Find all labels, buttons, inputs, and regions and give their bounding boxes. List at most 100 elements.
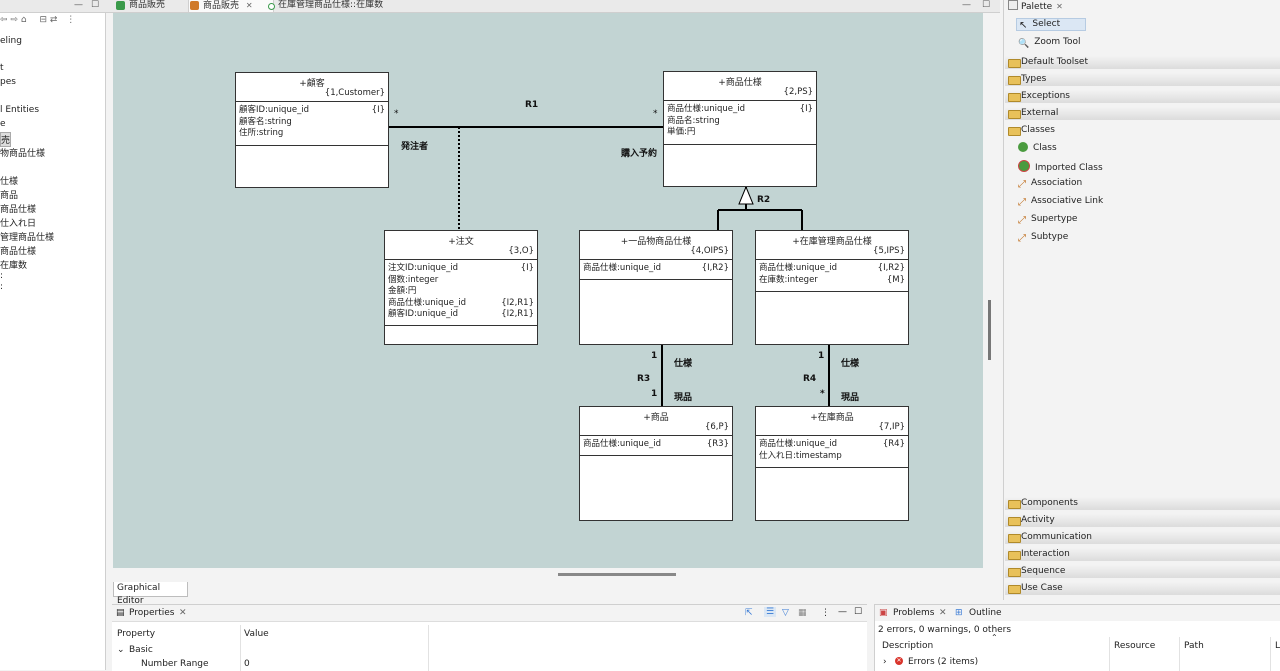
class-product[interactable]: +商品{6,P} 商品仕様:unique_id{R3} <box>579 406 733 521</box>
group-basic[interactable]: Basic <box>129 645 153 655</box>
class-product-spec[interactable]: +商品仕様{2,PS} 商品仕様:unique_id{I} 商品名:string… <box>663 71 817 187</box>
maximize-icon[interactable]: ☐ <box>982 0 991 10</box>
attribute-row[interactable]: 仕入れ日:timestamp <box>759 450 842 461</box>
drawer-sequence[interactable]: Sequence <box>1005 565 1280 578</box>
attribute-row[interactable]: 商品仕様:unique_id{R4} <box>759 439 905 449</box>
explorer-item[interactable]: e <box>0 119 6 129</box>
column-divider <box>428 625 429 671</box>
drawer-use-case[interactable]: Use Case <box>1005 582 1280 595</box>
forward-arrow-icon[interactable]: ⇨ <box>10 15 18 25</box>
chevron-down-icon[interactable]: ⌄ <box>117 645 125 655</box>
attribute-row[interactable]: 在庫数:integer{M} <box>759 274 905 285</box>
attribute-row[interactable]: 商品仕様:unique_id{I2,R1} <box>388 297 534 308</box>
vertical-scrollbar[interactable] <box>988 300 991 360</box>
graphical-editor-tab[interactable]: Graphical Editor <box>113 582 188 606</box>
column-location[interactable]: L <box>1275 641 1280 651</box>
palette-tool-select[interactable]: ↖Select <box>1016 18 1086 31</box>
explorer-item[interactable]: 仕入れ日 <box>0 219 37 229</box>
tab-java-file[interactable]: 商品販売 <box>115 0 165 12</box>
view-menu-icon[interactable]: ⋮ <box>66 15 76 25</box>
outline-tab[interactable]: Outline <box>969 608 1002 618</box>
outline-icon: ⊞ <box>955 608 963 618</box>
palette-tool-class[interactable]: Class <box>1018 142 1057 153</box>
drawer-components[interactable]: Components <box>1005 497 1280 510</box>
tab-attribute[interactable]: 在庫管理商品仕様::在庫数 <box>264 0 383 12</box>
explorer-item[interactable]: 商品仕様 <box>0 205 37 215</box>
problems-tab[interactable]: Problems <box>893 608 935 618</box>
maximize-icon[interactable]: ☐ <box>91 0 100 10</box>
minimize-icon[interactable]: — <box>838 607 847 617</box>
attribute-row[interactable]: 単価:円 <box>667 127 696 137</box>
drawer-activity[interactable]: Activity <box>1005 514 1280 527</box>
r2-triangle[interactable] <box>738 185 754 205</box>
palette-tool-subtype[interactable]: ⤢Subtype <box>1018 232 1069 244</box>
class-order[interactable]: +注文{3,O} 注文ID:unique_id{I} 個数:integer 金額… <box>384 230 538 345</box>
minimize-icon[interactable]: — <box>962 0 971 10</box>
close-icon[interactable]: ✕ <box>179 608 187 618</box>
attribute-row[interactable]: 商品仕様:unique_id{R3} <box>583 439 729 449</box>
explorer-item[interactable]: t <box>0 63 4 73</box>
drawer-types[interactable]: Types <box>1005 73 1280 86</box>
attribute-row[interactable]: 顧客ID:unique_id{I} <box>239 105 385 115</box>
class-customer[interactable]: +顧客{1,Customer} 顧客ID:unique_id{I} 顧客名:st… <box>235 72 389 188</box>
tab-class-diagram[interactable]: 商品販売 ✕ <box>188 0 274 12</box>
attribute-row[interactable]: 商品名:string <box>667 115 720 126</box>
explorer-item[interactable]: 商品仕様 <box>0 247 37 257</box>
explorer-item[interactable]: 物商品仕様 <box>0 149 46 159</box>
palette-tool-associative-link[interactable]: ⤢Associative Link <box>1018 196 1104 208</box>
close-icon[interactable]: ✕ <box>245 1 253 10</box>
chevron-right-icon[interactable]: › <box>883 657 887 667</box>
explorer-item-selected[interactable]: 売 <box>0 132 12 147</box>
explorer-item[interactable]: 商品 <box>0 191 19 201</box>
attribute-row[interactable]: 商品仕様:unique_id{I,R2} <box>583 263 729 273</box>
palette-tool-imported-class[interactable]: Imported Class <box>1018 160 1103 173</box>
advanced-icon[interactable]: ▦ <box>798 608 807 618</box>
collapse-all-icon[interactable]: ⊟ <box>39 15 47 25</box>
property-value[interactable]: 0 <box>244 659 250 669</box>
attribute-row[interactable]: 顧客名:string <box>239 116 292 127</box>
close-icon[interactable]: ✕ <box>939 608 947 618</box>
explorer-item[interactable]: 仕様 <box>0 177 19 187</box>
view-menu-icon[interactable]: ⋮ <box>821 608 830 618</box>
drawer-exceptions[interactable]: Exceptions <box>1005 90 1280 103</box>
palette-tool-zoom[interactable]: 🔍Zoom Tool <box>1018 37 1081 49</box>
properties-tab[interactable]: Properties <box>129 608 175 618</box>
categories-icon[interactable]: ☰ <box>764 607 777 617</box>
attribute-row[interactable]: 個数:integer <box>388 274 439 285</box>
home-icon[interactable]: ⌂ <box>20 15 27 25</box>
explorer-item[interactable]: eling <box>0 36 22 46</box>
attribute-row[interactable]: 金額:円 <box>388 286 417 296</box>
class-inventory-product-spec[interactable]: +在庫管理商品仕様{5,IPS} 商品仕様:unique_id{I,R2} 在庫… <box>755 230 909 345</box>
horizontal-scrollbar[interactable] <box>558 573 676 576</box>
close-icon[interactable]: ✕ <box>1056 2 1063 11</box>
column-resource[interactable]: Resource <box>1114 641 1156 651</box>
class-one-off-product-spec[interactable]: +一品物商品仕様{4,OIPS} 商品仕様:unique_id{I,R2} <box>579 230 733 345</box>
explorer-item[interactable]: 管理商品仕様 <box>0 233 55 243</box>
drawer-external[interactable]: External <box>1005 107 1280 120</box>
drawer-classes[interactable]: Classes <box>1005 124 1280 137</box>
errors-row[interactable]: Errors (2 items) <box>908 657 979 667</box>
class-diagram-canvas[interactable]: +顧客{1,Customer} 顧客ID:unique_id{I} 顧客名:st… <box>113 13 983 568</box>
attribute-row[interactable]: 商品仕様:unique_id{I} <box>667 104 813 114</box>
explorer-item[interactable]: pes <box>0 77 16 87</box>
filter-icon[interactable]: ▽ <box>782 608 789 618</box>
column-path[interactable]: Path <box>1184 641 1204 651</box>
back-arrow-icon[interactable]: ⇦ <box>0 15 8 25</box>
drawer-interaction[interactable]: Interaction <box>1005 548 1280 561</box>
maximize-icon[interactable]: ☐ <box>854 607 863 617</box>
palette-tool-supertype[interactable]: ⤢Supertype <box>1018 214 1078 226</box>
link-editor-icon[interactable]: ⇄ <box>49 15 58 25</box>
attribute-row[interactable]: 注文ID:unique_id{I} <box>388 263 534 273</box>
explorer-item[interactable]: 在庫数 <box>0 261 28 271</box>
explorer-item[interactable]: l Entities <box>0 105 40 115</box>
pin-icon[interactable]: ⇱ <box>745 608 753 618</box>
column-description[interactable]: Description <box>882 641 934 651</box>
attribute-row[interactable]: 顧客ID:unique_id{I2,R1} <box>388 309 534 319</box>
class-inventory-product[interactable]: +在庫商品{7,IP} 商品仕様:unique_id{R4} 仕入れ日:time… <box>755 406 909 521</box>
palette-tool-association[interactable]: ⤢Association <box>1018 178 1083 190</box>
attribute-row[interactable]: 商品仕様:unique_id{I,R2} <box>759 263 905 273</box>
drawer-default-toolset[interactable]: Default Toolset <box>1005 56 1280 69</box>
attribute-row[interactable]: 住所:string <box>239 128 284 138</box>
minimize-icon[interactable]: — <box>74 0 83 10</box>
drawer-communication[interactable]: Communication <box>1005 531 1280 544</box>
